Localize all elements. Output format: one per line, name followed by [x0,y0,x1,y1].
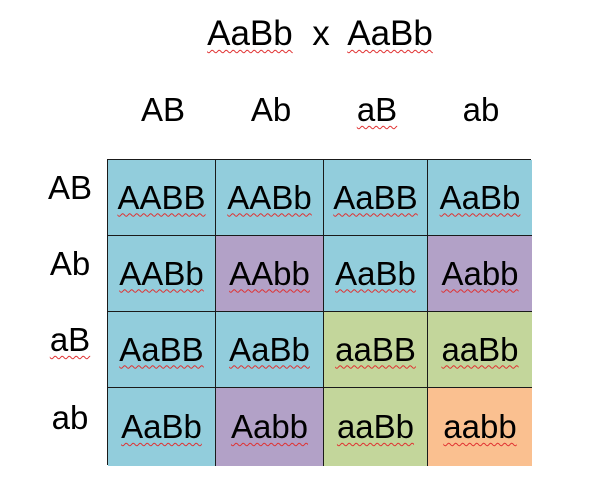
offspring-genotype: AaBb [439,178,521,216]
offspring-genotype: aaBb [441,330,519,368]
offspring-genotype: aaBb [336,408,415,445]
punnett-cell: AABb [216,160,324,236]
offspring-genotype: AABb [227,178,312,216]
punnett-cell: aaBB [324,312,428,388]
offspring-genotype: AaBb [335,254,416,292]
punnett-cell: AaBb [108,388,216,466]
offspring-genotype: aabb [443,408,517,445]
offspring-genotype: AaBb [121,408,202,445]
punnett-cell: aaBb [428,312,532,388]
row-header-gamete-3: ab [51,399,89,436]
punnett-cell: AAbb [216,236,324,312]
offspring-genotype: AABB [117,178,206,216]
punnett-cell: AaBB [324,160,428,236]
parent1-genotype: AaBb [207,14,293,53]
row-header-gamete-1: Ab [49,245,91,282]
offspring-genotype: AaBB [333,178,418,216]
column-header-gamete-2: aB [356,91,398,128]
punnett-cell: AaBb [324,236,428,312]
column-header-gamete-1: Ab [250,91,292,128]
parent2-genotype: AaBb [347,14,433,53]
cross-title: AaBb x AaBb [0,12,592,56]
punnett-cell: AABb [108,236,216,312]
offspring-genotype: AaBB [119,330,204,368]
column-header-gamete-0: AB [140,91,186,128]
offspring-genotype: AAbb [229,254,310,292]
offspring-genotype: AaBb [229,330,310,368]
punnett-cell: AaBB [108,312,216,388]
punnett-cell: Aabb [216,388,324,466]
row-header-gamete-0: AB [47,169,93,206]
column-header-gamete-3: ab [462,91,500,128]
punnett-cell: AaBb [428,160,532,236]
cross-symbol: x [312,14,330,53]
punnett-cell: AABB [108,160,216,236]
punnett-cell: Aabb [428,236,532,312]
offspring-genotype: Aabb [441,254,519,292]
offspring-genotype: Aabb [230,408,309,445]
punnett-cell: AaBb [216,312,324,388]
offspring-genotype: AABb [119,254,204,292]
punnett-cell: aaBb [324,388,428,466]
punnett-cell: aabb [428,388,532,466]
row-header-gamete-2: aB [49,321,91,358]
offspring-genotype: aaBB [335,330,416,368]
